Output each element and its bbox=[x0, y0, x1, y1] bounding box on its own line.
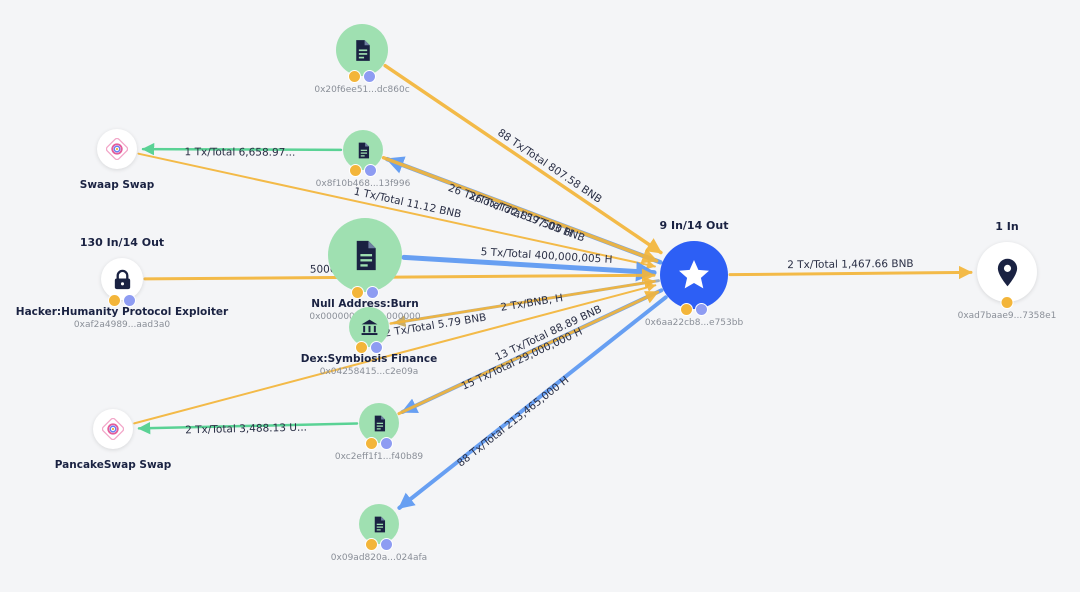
node-circle[interactable] bbox=[977, 242, 1037, 309]
node-circle[interactable] bbox=[349, 307, 389, 354]
graph-node-nc2ef[interactable]: 0xc2eff1f1...f40b89 bbox=[335, 403, 423, 462]
graph-node-n09ad[interactable]: 0x09ad820a...024afa bbox=[331, 504, 427, 563]
node-circle[interactable] bbox=[93, 409, 133, 449]
link-icon bbox=[695, 303, 708, 316]
edge-line-swaap-to-center[interactable] bbox=[137, 152, 656, 270]
star-icon bbox=[676, 257, 712, 293]
edge-line-n8f10-to-swaap[interactable] bbox=[141, 142, 343, 156]
link-icon bbox=[123, 294, 136, 307]
document-icon bbox=[370, 515, 389, 534]
chain-badges bbox=[351, 286, 379, 299]
document-icon bbox=[348, 238, 383, 273]
node-address[interactable]: 0xc2eff1f1...f40b89 bbox=[334, 452, 424, 462]
node-tx-count: 130 In/14 Out bbox=[79, 236, 165, 249]
link-icon bbox=[380, 437, 393, 450]
node-address[interactable]: 0x04258415...c2e09a bbox=[319, 367, 419, 377]
graph-node-pancake[interactable]: PancakeSwap Swap bbox=[55, 409, 171, 471]
document-icon bbox=[370, 414, 389, 433]
edge-label: 1 Tx/Total 6,658.97... bbox=[185, 146, 296, 158]
chain-badges bbox=[365, 437, 393, 450]
edge-line-pancake-to-center[interactable] bbox=[133, 282, 657, 425]
graph-node-nullburn[interactable]: Null Address:Burn0x0000000000...000000 bbox=[309, 218, 421, 322]
edge-line-nc2ef-to-center[interactable] bbox=[397, 290, 660, 416]
edge-line-n8f10-to-center[interactable] bbox=[381, 156, 659, 264]
chain-badges bbox=[365, 538, 393, 551]
chain-badges bbox=[355, 341, 383, 354]
bnb-chain-icon bbox=[365, 437, 378, 450]
node-name: Swaap Swap bbox=[79, 179, 155, 191]
node-name: Dex:Symbiosis Finance bbox=[300, 353, 438, 365]
edge-line-center-to-dest[interactable] bbox=[728, 265, 973, 280]
node-circle[interactable] bbox=[359, 504, 399, 551]
bnb-chain-icon bbox=[365, 538, 378, 551]
graph-node-symbiosis[interactable]: Dex:Symbiosis Finance 0x04258415...c2e09a bbox=[301, 307, 437, 377]
bnb-chain-icon bbox=[355, 341, 368, 354]
chain-badges bbox=[348, 70, 376, 83]
chain-badges bbox=[108, 294, 136, 307]
bnb-chain-icon bbox=[351, 286, 364, 299]
graph-node-n8f10[interactable]: 0x8f10b468...13f996 bbox=[316, 130, 410, 189]
node-address[interactable]: 0xad7baae9...7358e1 bbox=[957, 311, 1057, 321]
edge-line-center-to-n09ad[interactable] bbox=[397, 295, 668, 510]
node-circle[interactable] bbox=[336, 24, 388, 83]
graph-node-center[interactable]: 0x6aa22cb8...e753bb 9 In/14 Out bbox=[645, 219, 743, 328]
node-address[interactable]: 0x6aa22cb8...e753bb bbox=[644, 318, 744, 328]
link-icon bbox=[364, 164, 377, 177]
node-circle[interactable] bbox=[97, 129, 137, 169]
chain-badges bbox=[680, 303, 708, 316]
node-circle[interactable] bbox=[359, 403, 399, 450]
node-circle[interactable] bbox=[328, 218, 402, 299]
link-icon bbox=[370, 341, 383, 354]
swap-logo-icon bbox=[106, 138, 128, 160]
node-address[interactable]: 0x09ad820a...024afa bbox=[330, 553, 428, 563]
bnb-chain-icon bbox=[1000, 296, 1014, 309]
graph-node-hacker[interactable]: Hacker:Humanity Protocol Exploiter 0xaf2a… bbox=[16, 236, 228, 330]
link-icon bbox=[366, 286, 379, 299]
bnb-chain-icon bbox=[348, 70, 361, 83]
document-icon bbox=[350, 38, 375, 63]
graph-node-n20f6[interactable]: 0x20f6ee51...dc860c bbox=[314, 24, 410, 95]
chain-badges bbox=[349, 164, 377, 177]
node-address[interactable]: 0x8f10b468...13f996 bbox=[315, 179, 411, 189]
link-icon bbox=[380, 538, 393, 551]
lock-icon bbox=[111, 268, 134, 291]
edge-line-nullburn-to-center[interactable] bbox=[401, 254, 657, 282]
node-address[interactable]: 0xaf2a4989...aad3a0 bbox=[73, 320, 171, 330]
bnb-chain-icon bbox=[680, 303, 693, 316]
document-icon bbox=[354, 141, 373, 160]
graph-node-dest[interactable]: 0xad7baae9...7358e1 1 In bbox=[958, 220, 1057, 321]
edge-line-n20f6-to-center[interactable] bbox=[383, 63, 663, 255]
bnb-chain-icon bbox=[349, 164, 362, 177]
swap-logo-icon bbox=[102, 418, 124, 440]
bnb-chain-icon bbox=[108, 294, 121, 307]
node-circle[interactable] bbox=[660, 241, 728, 316]
link-icon bbox=[363, 70, 376, 83]
node-name: Hacker:Humanity Protocol Exploiter bbox=[15, 306, 229, 318]
location-pin-icon bbox=[991, 256, 1024, 289]
edge-line-symbiosis-to-center[interactable] bbox=[389, 277, 656, 325]
node-circle[interactable] bbox=[343, 130, 383, 177]
node-circle[interactable] bbox=[101, 258, 143, 307]
node-tx-count: 9 In/14 Out bbox=[659, 219, 729, 232]
bank-icon bbox=[360, 318, 379, 337]
node-name: Null Address:Burn bbox=[311, 298, 419, 310]
edge-line-nc2ef-to-pancake[interactable] bbox=[137, 421, 359, 435]
graph-node-swaap[interactable]: Swaap Swap bbox=[80, 129, 154, 191]
chain-badges bbox=[1000, 296, 1014, 309]
node-tx-count: 1 In bbox=[995, 220, 1019, 233]
edge-label: 2 Tx/Total 1,467.66 BNB bbox=[787, 258, 914, 271]
node-address[interactable]: 0x20f6ee51...dc860c bbox=[314, 85, 410, 95]
edge-label: 2 Tx/Total 3,488.13 U... bbox=[185, 422, 307, 437]
node-name: PancakeSwap Swap bbox=[54, 459, 172, 471]
edge-line-hacker-to-center[interactable] bbox=[143, 268, 656, 283]
